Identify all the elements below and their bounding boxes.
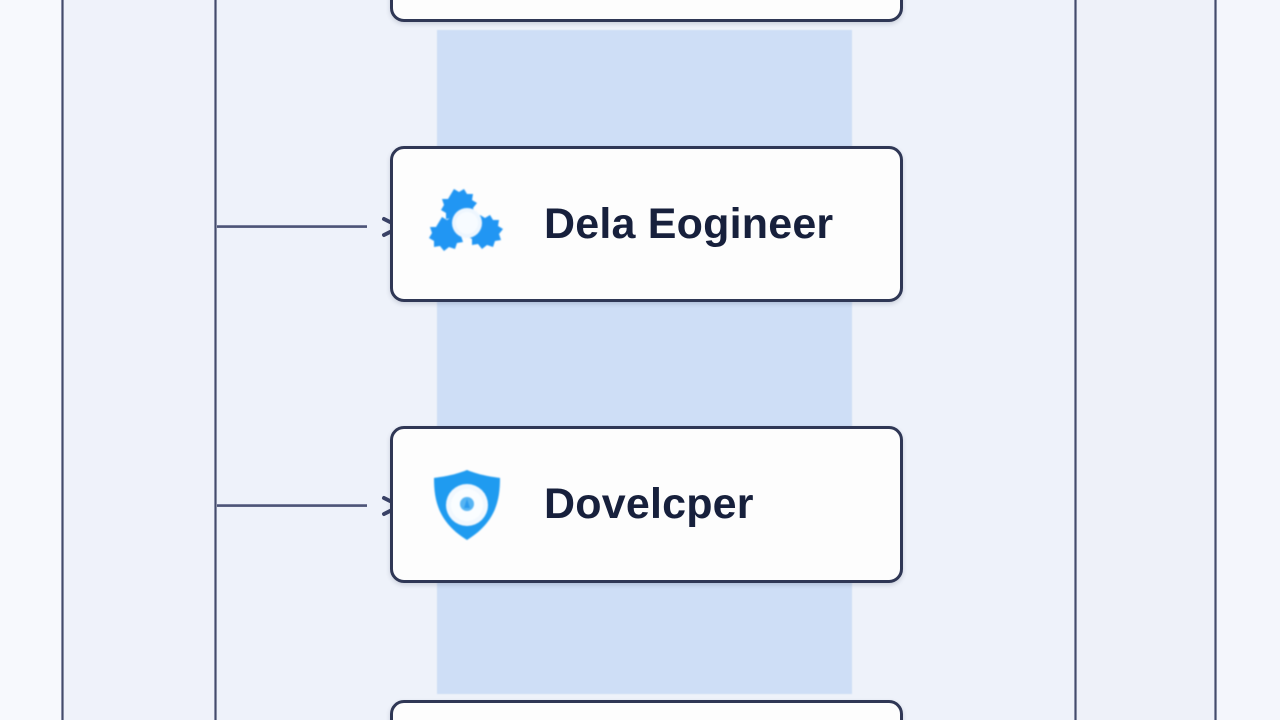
highlighted-lane-band xyxy=(437,30,852,694)
connector-to-data-engineer xyxy=(217,217,402,237)
swimlane-zone-far-left xyxy=(0,0,62,720)
node-card-partial-bottom[interactable] xyxy=(390,700,903,720)
swimlane-rule-3 xyxy=(1074,0,1077,720)
node-card-data-engineer[interactable]: Dela Eogineer xyxy=(390,146,903,302)
swimlane-rule-1 xyxy=(61,0,64,720)
node-label-data-engineer: Dela Eogineer xyxy=(544,199,834,248)
swimlane-rule-4 xyxy=(1214,0,1217,720)
connector-to-developer xyxy=(217,496,402,516)
swimlane-zone-far-right xyxy=(1217,0,1280,720)
connector-shaft xyxy=(217,225,367,228)
swimlane-zone-left xyxy=(64,0,214,720)
node-label-developer: Dovelcper xyxy=(544,480,754,528)
swimlane-rule-2 xyxy=(214,0,217,720)
gears-icon xyxy=(424,181,510,267)
shield-icon xyxy=(424,462,510,548)
swimlane-zone-right xyxy=(1077,0,1215,720)
node-card-developer[interactable]: Dovelcper xyxy=(390,426,903,583)
connector-shaft xyxy=(217,504,367,507)
node-card-partial-top[interactable] xyxy=(390,0,903,22)
